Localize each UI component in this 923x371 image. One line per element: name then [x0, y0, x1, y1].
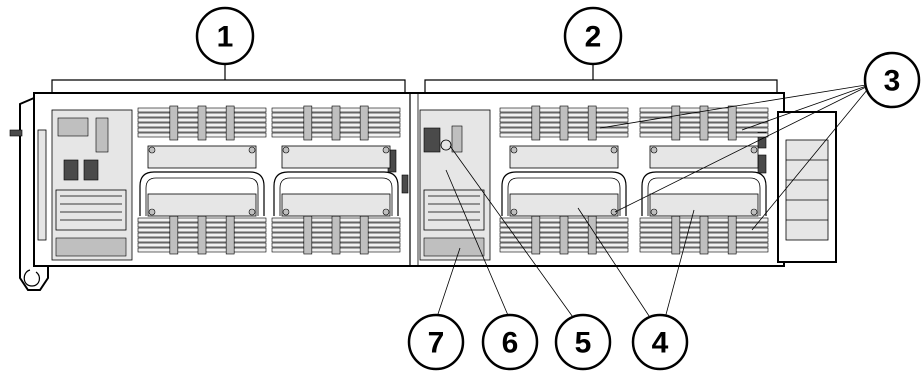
callout-5-label: 5 — [575, 327, 592, 360]
dimm-latch — [531, 105, 541, 141]
callout-2-label: 2 — [585, 21, 602, 54]
dimm-latch — [359, 215, 369, 255]
dimm-latch — [303, 105, 313, 141]
dimm-latch — [587, 105, 597, 141]
dimm-latch — [169, 215, 179, 255]
dimm-banks — [137, 105, 769, 255]
heat-pipe — [647, 177, 761, 216]
dimm-latch — [559, 105, 569, 141]
heatsink-screw — [650, 208, 658, 216]
heat-pipe — [139, 171, 265, 216]
callout-5: 5 — [554, 313, 612, 371]
dimm-latch — [169, 105, 179, 141]
heat-pipe — [279, 177, 393, 216]
heatsink-top — [147, 145, 257, 169]
heat-pipe — [145, 177, 259, 216]
processor-heatsinks — [139, 145, 767, 217]
heatsink-bottom — [509, 193, 619, 217]
dimm-latch — [303, 215, 313, 255]
dimm-latch — [587, 215, 597, 255]
heat-pipe — [273, 171, 399, 216]
heatsink — [501, 145, 627, 217]
heatsink-top — [281, 145, 391, 169]
heatsink — [641, 145, 767, 217]
callout-4: 4 — [631, 313, 689, 371]
dimm-bank-top — [271, 105, 401, 141]
dimm-bank-bottom — [639, 215, 769, 255]
dimm-latch — [727, 215, 737, 255]
callout-3: 3 — [863, 51, 921, 109]
heatsink-screw — [148, 146, 156, 154]
heatsink — [139, 145, 265, 217]
callout-7-label: 7 — [428, 327, 445, 360]
heatsink-screw — [248, 208, 256, 216]
heatsink-screw — [148, 208, 156, 216]
callout-6-label: 6 — [502, 327, 519, 360]
heatsink-screw — [650, 146, 658, 154]
heatsink-screw — [610, 208, 618, 216]
heat-pipe — [641, 171, 767, 216]
chassis-handle — [19, 96, 49, 291]
heatsink-screw — [282, 208, 290, 216]
heat-pipe — [507, 177, 621, 216]
server-tray — [9, 92, 837, 291]
heatsink-screw — [510, 146, 518, 154]
callout-7: 7 — [407, 313, 465, 371]
dimm-latch — [359, 105, 369, 141]
dimm-latch — [197, 105, 207, 141]
heatsink-screw — [610, 146, 618, 154]
callout-2: 2 — [563, 6, 623, 66]
dimm-bank-top — [639, 105, 769, 141]
callout-1-label: 1 — [217, 21, 234, 54]
dimm-latch — [225, 215, 235, 255]
dimm-bank-bottom — [499, 215, 629, 255]
dimm-latch — [699, 105, 709, 141]
heatsink-screw — [248, 146, 256, 154]
dimm-latch — [197, 215, 207, 255]
heatsink-screw — [750, 146, 758, 154]
heatsink-bottom — [281, 193, 391, 217]
dimm-latch — [699, 215, 709, 255]
dimm-latch — [331, 215, 341, 255]
callout-3-label: 3 — [884, 65, 901, 98]
leader-lines — [435, 83, 873, 323]
dimm-latch — [727, 105, 737, 141]
heatsink-screw — [382, 208, 390, 216]
section-brackets — [51, 64, 778, 92]
dimm-latch — [671, 215, 681, 255]
heatsink-screw — [282, 146, 290, 154]
heat-pipe — [501, 171, 627, 216]
dimm-latch — [331, 105, 341, 141]
heatsink — [273, 145, 399, 217]
heatsink-screw — [510, 208, 518, 216]
dimm-latch — [559, 215, 569, 255]
heatsink-top — [509, 145, 619, 169]
callout-4-label: 4 — [652, 327, 669, 360]
callout-1: 1 — [195, 6, 255, 66]
dimm-bank-bottom — [271, 215, 401, 255]
dimm-latch — [531, 215, 541, 255]
callout-6: 6 — [481, 313, 539, 371]
heatsink-screw — [750, 208, 758, 216]
dimm-bank-top — [137, 105, 267, 141]
dimm-latch — [671, 105, 681, 141]
heatsink-bottom — [649, 193, 759, 217]
dimm-bank-top — [499, 105, 629, 141]
heatsink-top — [649, 145, 759, 169]
heatsink-bottom — [147, 193, 257, 217]
dimm-latch — [225, 105, 235, 141]
dimm-bank-bottom — [137, 215, 267, 255]
heatsink-screw — [382, 146, 390, 154]
